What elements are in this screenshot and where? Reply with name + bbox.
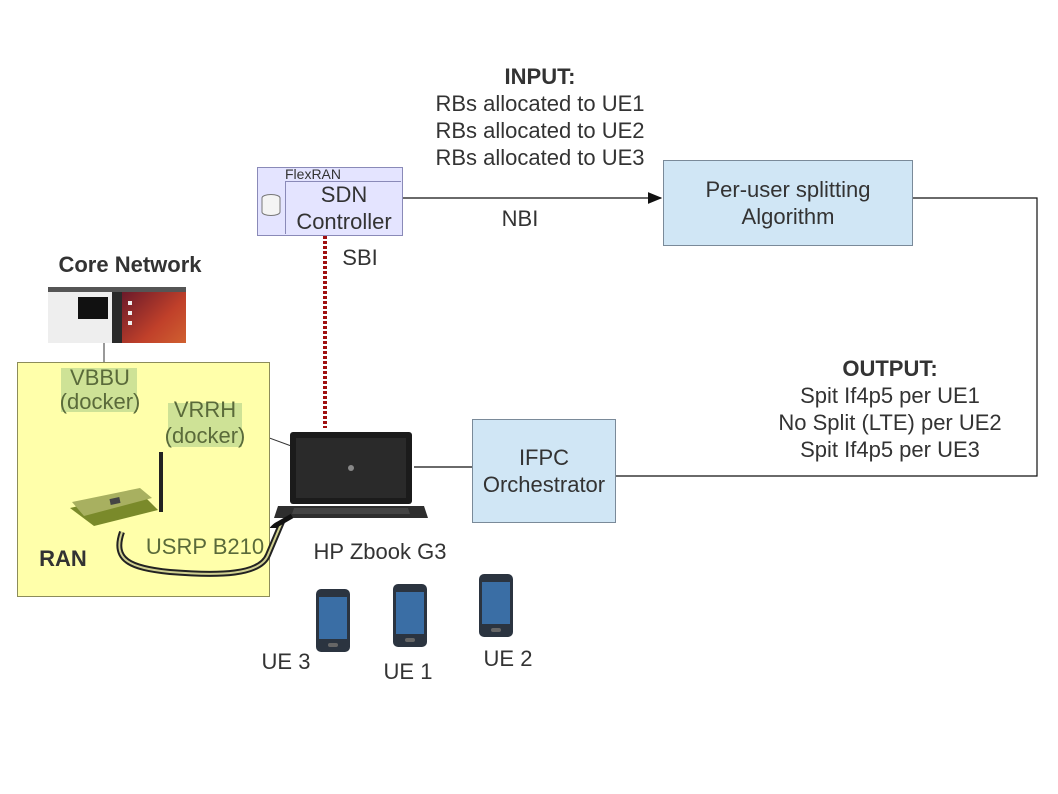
input-title: INPUT: xyxy=(504,64,576,89)
output-line-1: Spit If4p5 per UE1 xyxy=(800,383,980,408)
flexran-tag: FlexRAN xyxy=(285,166,342,182)
splitting-algorithm-line-2: Algorithm xyxy=(741,204,835,229)
ifpc-line-1: IFPC xyxy=(518,445,570,470)
core-network-screenshot xyxy=(48,287,186,343)
vbbu-sublabel: (docker) xyxy=(59,389,141,414)
usrp-b210-device xyxy=(70,452,285,577)
ue3-phone-icon[interactable] xyxy=(315,588,351,653)
ran-box xyxy=(17,362,270,597)
ue2-label: UE 2 xyxy=(483,646,533,671)
vrrh-container[interactable] xyxy=(168,403,242,447)
input-line-1: RBs allocated to UE1 xyxy=(435,91,645,116)
input-line-2: RBs allocated to UE2 xyxy=(435,118,645,143)
vrrh-label: VRRH xyxy=(173,397,237,422)
sbi-label: SBI xyxy=(342,245,378,270)
nbi-label: NBI xyxy=(501,206,539,231)
splitting-algorithm-box[interactable]: Per-user splitting Algorithm xyxy=(663,160,913,246)
vrrh-sublabel: (docker) xyxy=(164,423,246,448)
algorithm-to-ifpc-wire xyxy=(616,197,1038,477)
laptop-icon[interactable] xyxy=(270,428,435,528)
input-line-3: RBs allocated to UE3 xyxy=(435,145,645,170)
usrp-label: USRP B210 xyxy=(145,534,265,559)
ue1-phone-icon[interactable] xyxy=(392,583,428,648)
sdn-subtitle: Controller xyxy=(296,209,392,234)
ifpc-line-2: Orchestrator xyxy=(482,472,606,497)
ifpc-orchestrator-box[interactable]: IFPC Orchestrator xyxy=(472,419,616,523)
output-line-2: No Split (LTE) per UE2 xyxy=(778,410,1002,435)
splitting-algorithm-line-1: Per-user splitting xyxy=(705,177,871,202)
ue3-label: UE 3 xyxy=(261,649,311,674)
vbbu-label: VBBU xyxy=(70,365,130,390)
sdn-controller[interactable]: FlexRAN SDN Controller xyxy=(257,166,403,236)
vbbu-container[interactable] xyxy=(61,368,137,412)
database-icon xyxy=(261,194,281,216)
ran-label: RAN xyxy=(39,546,87,571)
ue2-phone-icon[interactable] xyxy=(478,573,514,638)
laptop-label: HP Zbook G3 xyxy=(313,539,447,564)
output-line-3: Spit If4p5 per UE3 xyxy=(800,437,980,462)
output-title: OUTPUT: xyxy=(842,356,938,381)
core-network-label: Core Network xyxy=(58,252,202,277)
ue1-label: UE 1 xyxy=(383,659,433,684)
sdn-title: SDN xyxy=(320,182,368,207)
